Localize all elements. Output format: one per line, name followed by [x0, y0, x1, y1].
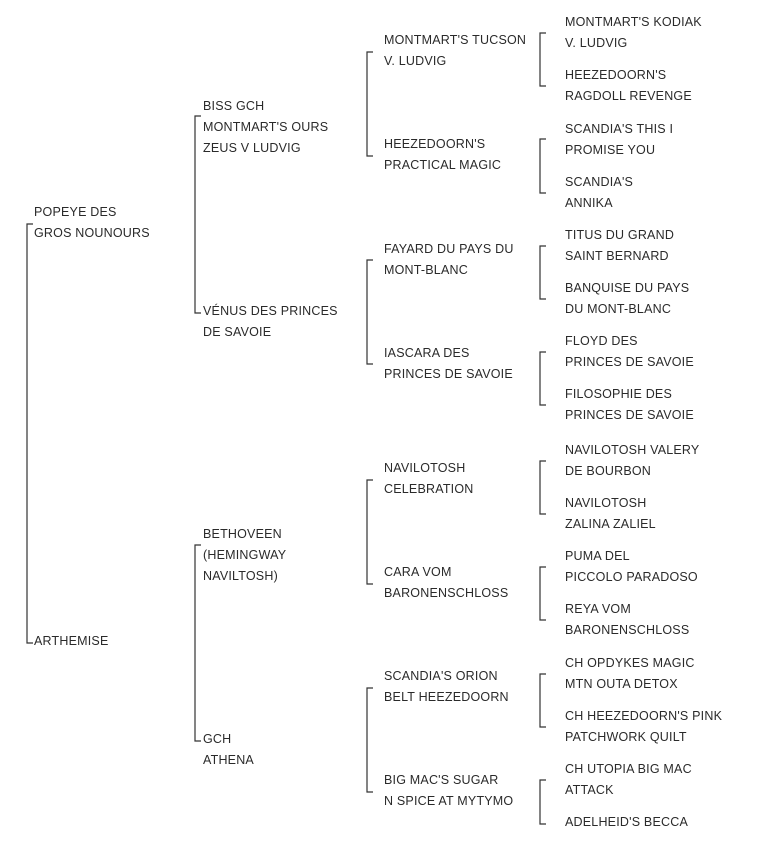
gen3-name: BANQUISE DU PAYS DU MONT-BLANC: [565, 281, 690, 316]
gen3-name: PUMA DEL PICCOLO PARADOSO: [565, 549, 698, 584]
connector-bracket: [539, 138, 546, 194]
dam-dam-name: GCH ATHENA: [203, 732, 254, 767]
gen3-name: FLOYD DES PRINCES DE SAVOIE: [565, 334, 694, 369]
connector-bracket: [366, 479, 373, 585]
gen3-name: HEEZEDOORN'S RAGDOLL REVENGE: [565, 68, 692, 103]
gen3-name: CH HEEZEDOORN'S PINK PATCHWORK QUILT: [565, 709, 723, 744]
connector-bracket: [366, 687, 373, 793]
gen3-name: SCANDIA'S THIS I PROMISE YOU: [565, 122, 674, 157]
gen3-name: NAVILOTOSH ZALINA ZALIEL: [565, 496, 656, 531]
dam-name: ARTHEMISE: [34, 634, 109, 648]
connector-bracket: [194, 115, 201, 314]
connector-bracket: [194, 544, 201, 742]
connector-bracket: [539, 566, 546, 621]
gen2-name: NAVILOTOSH CELEBRATION: [384, 461, 474, 496]
gen3-name: CH UTOPIA BIG MAC ATTACK: [565, 762, 692, 797]
connector-bracket: [539, 673, 546, 728]
gen3-name: MONTMART'S KODIAK V. LUDVIG: [565, 15, 702, 50]
gen3-name: REYA VOM BARONENSCHLOSS: [565, 602, 690, 637]
dam-sire-name: BETHOVEEN (HEMINGWAY NAVILTOSH): [203, 527, 287, 583]
connector-bracket: [26, 223, 33, 644]
connector-bracket: [366, 51, 373, 157]
sire-name: BISS GCH MONTMART'S OURS ZEUS V LUDVIG: [203, 99, 329, 155]
gen3-name: ADELHEID'S BECCA: [565, 815, 688, 829]
connector-bracket: [539, 245, 546, 300]
sire-dam-name: VÉNUS DES PRINCES DE SAVOIE: [203, 304, 338, 339]
gen3-name: TITUS DU GRAND SAINT BERNARD: [565, 228, 675, 263]
gen2-name: BIG MAC'S SUGAR N SPICE AT MYTYMO: [384, 773, 514, 808]
gen3-name: FILOSOPHIE DES PRINCES DE SAVOIE: [565, 387, 694, 422]
gen2-name: IASCARA DES PRINCES DE SAVOIE: [384, 346, 513, 381]
connector-bracket: [539, 351, 546, 406]
gen3-name: SCANDIA'S ANNIKA: [565, 175, 634, 210]
connector-bracket: [366, 259, 373, 365]
subject-name: POPEYE DES GROS NOUNOURS: [34, 205, 150, 240]
gen3-name: NAVILOTOSH VALERY DE BOURBON: [565, 443, 700, 478]
connector-bracket: [539, 460, 546, 515]
connector-bracket: [539, 779, 546, 825]
gen2-name: FAYARD DU PAYS DU MONT-BLANC: [384, 242, 514, 277]
gen2-name: CARA VOM BARONENSCHLOSS: [384, 565, 509, 600]
gen2-name: MONTMART'S TUCSON V. LUDVIG: [384, 33, 527, 68]
gen2-name: SCANDIA'S ORION BELT HEEZEDOORN: [384, 669, 509, 704]
connector-bracket: [539, 32, 546, 87]
gen3-name: CH OPDYKES MAGIC MTN OUTA DETOX: [565, 656, 695, 691]
gen2-name: HEEZEDOORN'S PRACTICAL MAGIC: [384, 137, 502, 172]
